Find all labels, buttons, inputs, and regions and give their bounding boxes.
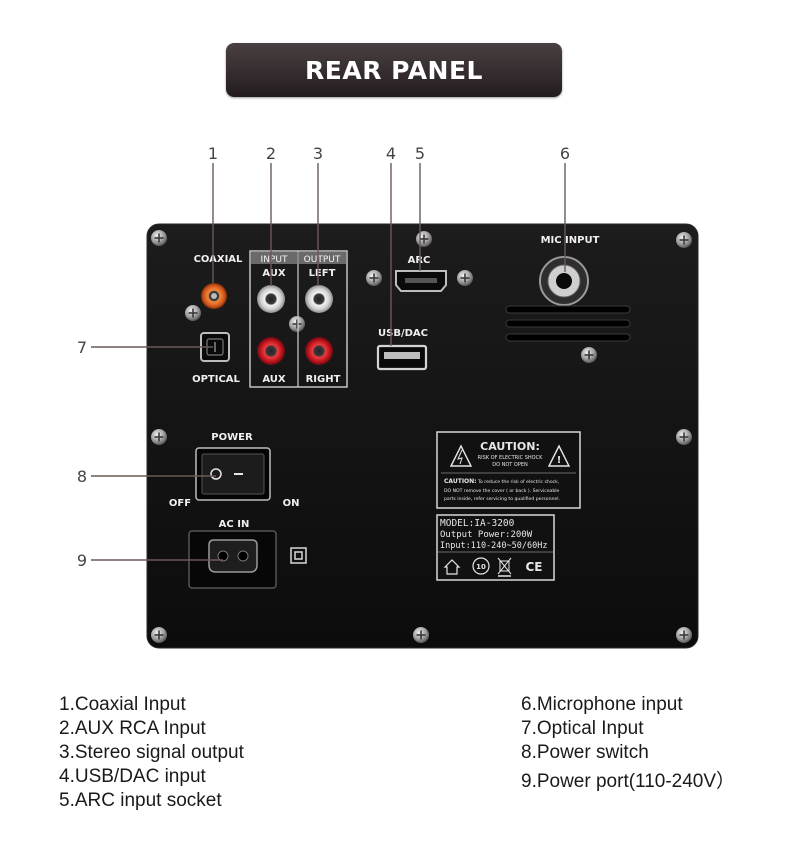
aux-top-label: AUX <box>262 268 286 279</box>
spec-model: MODEL:IA-3200 <box>440 518 515 529</box>
left-label: LEFT <box>309 268 336 279</box>
aux-left-rca-jack <box>257 285 285 313</box>
exclamation-warning-icon <box>547 444 571 467</box>
power-off-symbol-icon <box>210 468 222 480</box>
caution-line-2: DO NOT OPEN <box>492 462 528 468</box>
usb-tongue <box>384 352 420 359</box>
screw-icon <box>415 230 433 248</box>
ce-mark-icon: CE <box>525 560 542 574</box>
screw-icon <box>365 269 383 287</box>
screw-icon <box>150 229 168 247</box>
screw-icon <box>150 428 168 446</box>
callout-number: 3 <box>312 144 324 163</box>
right-label: RIGHT <box>306 374 341 385</box>
on-label: ON <box>283 498 300 509</box>
indoor-use-icon <box>443 559 461 575</box>
ac-socket-hole <box>237 550 249 562</box>
legend-item: 4.USB/DAC input <box>59 766 206 787</box>
aux-bottom-label: AUX <box>262 374 286 385</box>
callout-number: 2 <box>265 144 277 163</box>
callout-number: 9 <box>76 551 88 570</box>
screw-icon <box>456 269 474 287</box>
double-insulation-icon <box>290 547 307 564</box>
caution-line-1: RISK OF ELECTRIC SHOCK <box>478 455 543 461</box>
screw-icon <box>580 346 598 364</box>
arc-label: ARC <box>408 255 431 266</box>
output-header-bg <box>299 252 346 264</box>
legend-item: 5.ARC input socket <box>59 790 222 811</box>
exclamation-glyph: ! <box>557 455 562 466</box>
eco-cert-icon <box>472 557 490 575</box>
callout-number: 7 <box>76 338 88 357</box>
callout-number: 1 <box>207 144 219 163</box>
rear-plate <box>146 223 699 649</box>
spec-input: Input:110-240~50/60Hz <box>440 541 547 551</box>
lightning-bolt <box>457 449 463 465</box>
output-left-rca-jack <box>305 285 333 313</box>
caution-note-bold: CAUTION: <box>444 478 477 485</box>
legend-item: 2.AUX RCA Input <box>59 718 206 739</box>
hdmi-contacts <box>405 278 437 283</box>
mic-jack-hole <box>556 273 572 289</box>
jack-pin <box>211 293 217 299</box>
screw-icon <box>675 626 693 644</box>
input-header-label: INPUT <box>261 255 288 265</box>
double-insulation-inner <box>294 551 303 560</box>
callout-number: 6 <box>559 144 571 163</box>
caution-heading: CAUTION: <box>480 440 540 453</box>
spec-output-power: Output Power:200W <box>440 530 533 540</box>
callout-number: 4 <box>385 144 397 163</box>
off-label: OFF <box>169 498 191 509</box>
optical-label: OPTICAL <box>192 374 240 385</box>
coaxial-label: COAXIAL <box>194 254 243 265</box>
legend-item: 1.Coaxial Input <box>59 694 186 715</box>
screw-icon <box>150 626 168 644</box>
mic-input-label: MIC INPUT <box>541 235 600 246</box>
page-title: REAR PANEL <box>305 55 483 85</box>
legend-item: 6.Microphone input <box>521 694 683 715</box>
title-banner: REAR PANEL <box>226 43 562 97</box>
callout-lines <box>91 163 566 561</box>
screw-icon <box>675 428 693 446</box>
ac-in-label: AC IN <box>219 519 250 530</box>
aux-right-rca-jack <box>257 337 285 365</box>
screw-icon <box>288 315 306 333</box>
eco-cert-number: 10 <box>476 563 486 571</box>
input-header-bg <box>251 252 297 264</box>
ac-socket-shell <box>208 539 258 573</box>
caution-note-2: DO NOT remove the cover ( or back ). Ser… <box>444 488 560 494</box>
caution-note-1: To reduce the risk of electric shock, <box>477 479 560 485</box>
legend-item: 8.Power switch <box>521 742 649 763</box>
electric-shock-warning-icon <box>449 444 473 467</box>
weee-bin-icon <box>497 557 512 577</box>
power-label: POWER <box>211 432 253 443</box>
screw-icon <box>412 626 430 644</box>
legend-item: 9.Power port(110-240V） <box>521 771 736 792</box>
power-rocker <box>201 453 265 495</box>
ac-socket-hole <box>217 550 229 562</box>
callout-number: 5 <box>414 144 426 163</box>
usb-dac-label: USB/DAC <box>378 328 428 339</box>
caution-label <box>436 431 581 509</box>
caution-note-3: parts inside, refer servicing to qualifi… <box>444 496 560 502</box>
speaker-vent <box>505 305 631 342</box>
screw-icon <box>675 231 693 249</box>
legend-item: 7.Optical Input <box>521 718 644 739</box>
output-header-label: OUTPUT <box>304 255 341 265</box>
legend-item: 3.Stereo signal output <box>59 742 244 763</box>
callout-number: 8 <box>76 467 88 486</box>
output-right-rca-jack <box>305 337 333 365</box>
screw-icon <box>184 304 202 322</box>
